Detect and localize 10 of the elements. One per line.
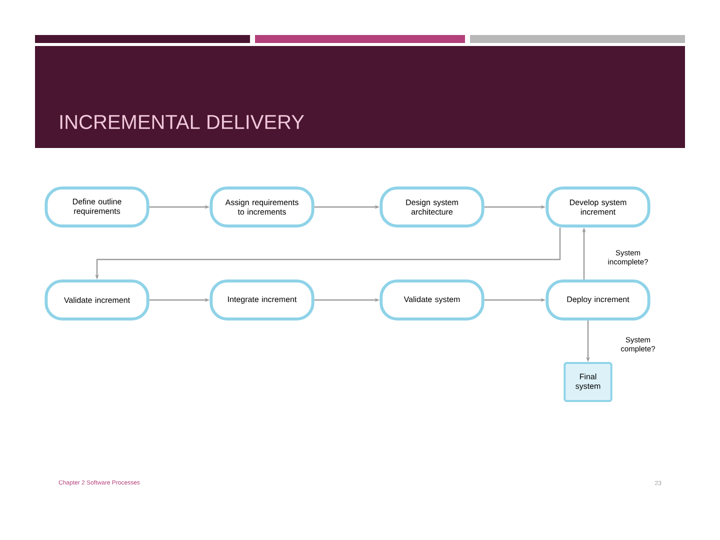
slide-title: INCREMENTAL DELIVERY [60,114,304,130]
process-box: Validate system [380,280,484,320]
process-box: Deploy increment [546,280,650,320]
final-box: Final system [564,362,612,402]
process-box: Develop system increment [546,186,650,228]
process-box: Integrate increment [210,280,314,320]
process-box: Validate increment [44,280,150,320]
process-box: Define outline requirements [44,186,150,228]
process-box: Assign requirements to increments [210,186,314,228]
process-box: Design system architecture [380,186,484,228]
